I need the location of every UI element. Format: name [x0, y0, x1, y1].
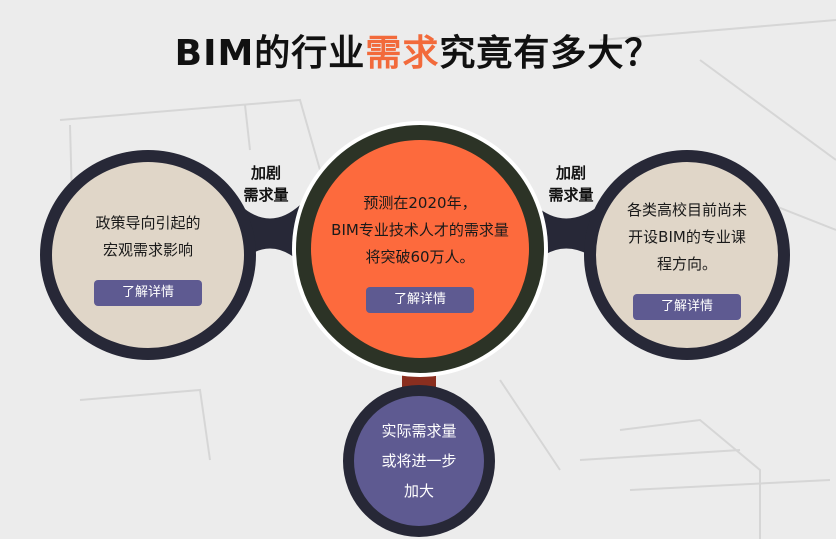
page-title: BIM的行业需求究竟有多大？ [0, 24, 836, 76]
title-highlight: 需求 [365, 33, 440, 74]
center-learn-more-button[interactable]: 了解详情 [366, 286, 474, 313]
title-suffix: 究竟有多大？ [439, 33, 662, 74]
actual-demand-text: 实际需求量 或将进一步 加大 [381, 422, 457, 500]
forecast-text: 预测在2020年， BIM专业技术人才的需求量 将突破60万人。 [331, 193, 509, 266]
policy-demand-circle: 政策导向引起的 宏观需求影响 了解详情 [40, 150, 256, 360]
left-connector-label: 加剧 需求量 [243, 164, 289, 204]
actual-demand-circle: 实际需求量 或将进一步 加大 [343, 385, 495, 537]
right-connector [535, 205, 600, 262]
right-connector-label: 加剧 需求量 [548, 164, 594, 204]
title-prefix: BIM的行业 [174, 33, 366, 74]
forecast-circle: 预测在2020年， BIM专业技术人才的需求量 将突破60万人。 了解详情 [296, 125, 544, 373]
university-courses-circle: 各类高校目前尚未 开设BIM的专业课 程方向。 了解详情 [584, 150, 790, 360]
right-learn-more-button[interactable]: 了解详情 [633, 293, 741, 320]
university-courses-text: 各类高校目前尚未 开设BIM的专业课 程方向。 [626, 200, 747, 273]
policy-demand-text: 政策导向引起的 宏观需求影响 [95, 214, 201, 259]
left-learn-more-button[interactable]: 了解详情 [94, 280, 202, 306]
